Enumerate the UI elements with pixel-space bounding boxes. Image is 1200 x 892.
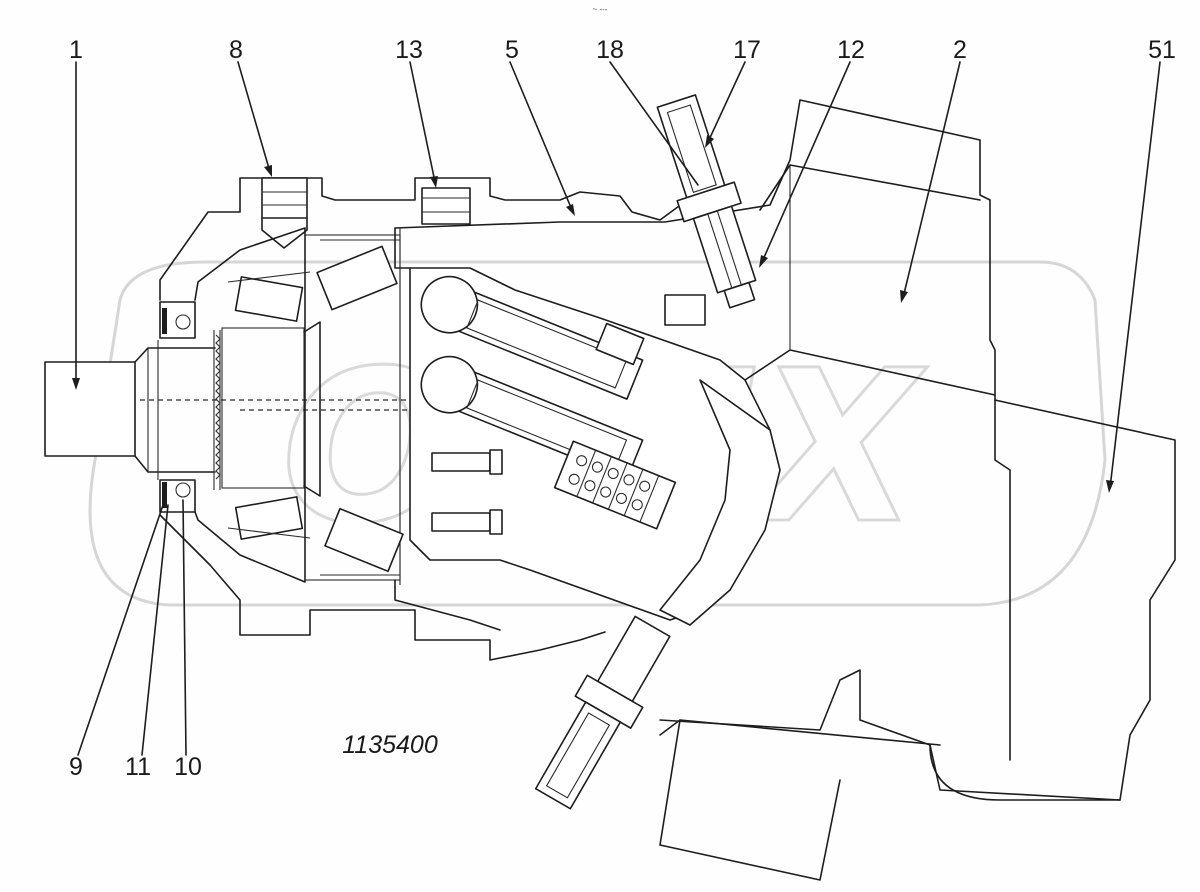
cylinder-block [409,267,781,626]
callout-1: 1 [69,36,83,64]
callout-10: 10 [174,753,202,781]
callout-51: 51 [1148,36,1176,64]
callout-18: 18 [596,36,624,64]
drive-shaft [44,321,435,497]
callout-17: 17 [733,36,761,64]
shaft-seal [159,301,196,513]
drawing-number: 1135400 [342,731,438,759]
adjusting-screw-17 [656,94,757,309]
callout-13: 13 [395,36,423,64]
callout-2: 2 [953,36,967,64]
callout-11: 11 [125,753,151,781]
callout-8: 8 [229,36,243,64]
leader-lines [72,61,1161,756]
callout-9: 9 [69,753,83,781]
housing [159,177,711,661]
screw-13 [421,187,471,225]
adjusting-screw-bottom [534,615,671,810]
callout-5: 5 [505,36,519,64]
housing-5 [394,99,1176,881]
bearings [227,245,404,573]
callout-12: 12 [837,36,865,64]
top-mark: ~ --- [593,5,608,14]
screw-8 [261,177,308,249]
callout-labels: 1 8 13 5 18 17 12 2 51 9 11 10 [69,36,1176,781]
